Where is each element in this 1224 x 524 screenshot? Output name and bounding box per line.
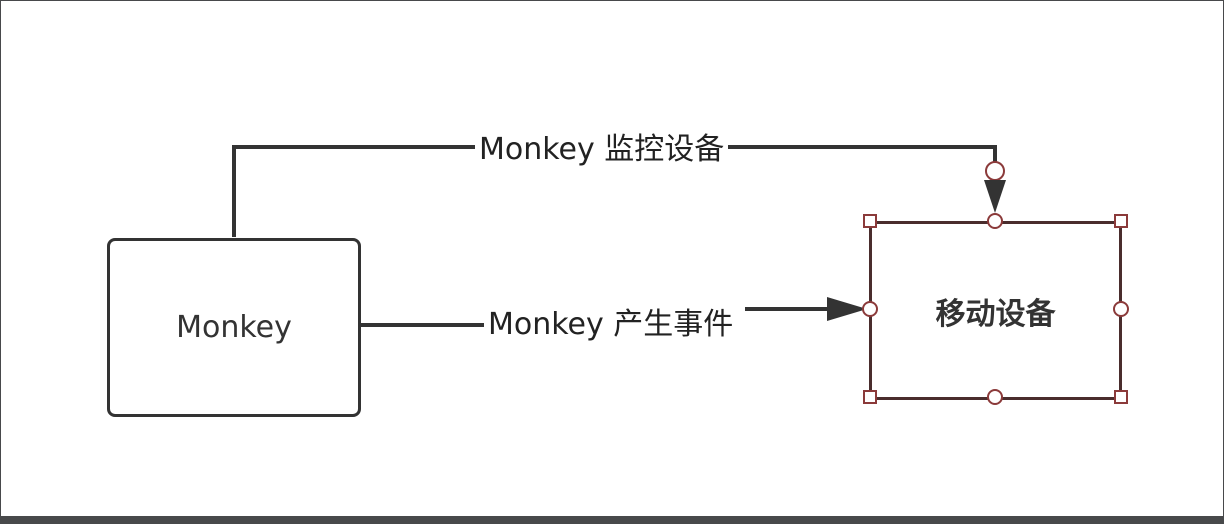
connection-handle-top[interactable] bbox=[987, 213, 1003, 229]
edge-events-label[interactable]: Monkey 产生事件 bbox=[484, 307, 738, 343]
connection-handle-left[interactable] bbox=[862, 301, 878, 317]
connection-handle-bottom[interactable] bbox=[987, 389, 1003, 405]
node-mobile-device[interactable]: 移动设备 bbox=[869, 221, 1122, 400]
resize-handle-bottom-left[interactable] bbox=[863, 390, 877, 404]
edge-events-arrowhead bbox=[827, 297, 867, 321]
edge-monitor-label[interactable]: Monkey 监控设备 bbox=[475, 132, 729, 168]
resize-handle-top-left[interactable] bbox=[863, 214, 877, 228]
edge-monitor-arrowhead bbox=[984, 180, 1006, 213]
node-device-label: 移动设备 bbox=[935, 296, 1056, 332]
connection-handle-right[interactable] bbox=[1113, 301, 1129, 317]
node-monkey[interactable]: Monkey bbox=[107, 238, 361, 417]
resize-handle-top-right[interactable] bbox=[1114, 214, 1128, 228]
node-monkey-label: Monkey bbox=[176, 310, 292, 345]
resize-handle-bottom-right[interactable] bbox=[1114, 390, 1128, 404]
edge-monitor-waypoint-handle[interactable] bbox=[985, 161, 1005, 181]
